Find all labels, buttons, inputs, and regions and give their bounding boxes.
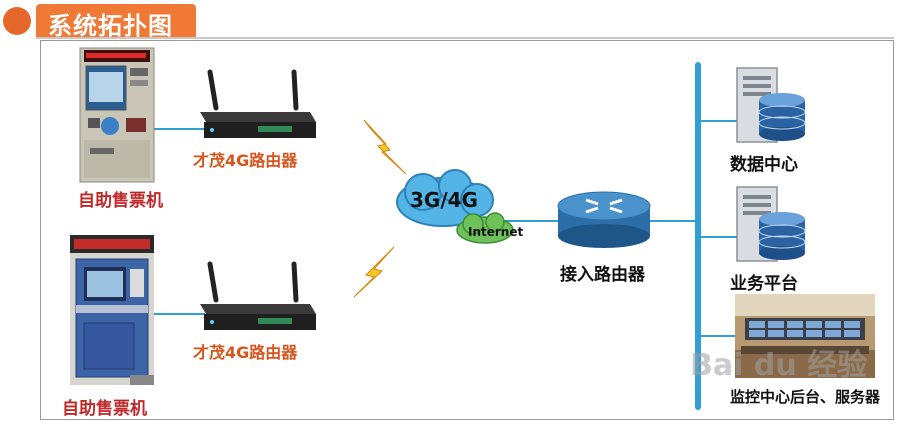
server-icon	[736, 67, 806, 143]
business-platform-label: 业务平台	[730, 274, 798, 294]
title-underline	[36, 37, 894, 39]
router-1-label: 才茂4G路由器	[193, 151, 298, 170]
link-kiosk2-router2	[150, 313, 205, 315]
monitoring-label: 监控中心后台、服务器	[730, 388, 881, 406]
page-title: 系统拓扑图	[48, 12, 173, 40]
cloud-label: 3G/4G	[410, 188, 478, 212]
backbone-bar	[695, 62, 701, 410]
access-router-icon	[557, 191, 651, 248]
link-cloud-access-router	[505, 220, 560, 222]
link-backbone-business	[701, 236, 739, 238]
router-2-icon	[200, 261, 316, 330]
kiosk-1-label: 自助售票机	[78, 191, 163, 211]
monitoring-center-photo	[735, 294, 875, 378]
ticket-kiosk-1	[79, 47, 155, 183]
watermark: Bai du 经验	[690, 348, 868, 383]
title-bar: 系统拓扑图	[0, 0, 900, 40]
access-router-label: 接入路由器	[560, 265, 645, 285]
kiosk-2-label: 自助售票机	[62, 399, 147, 419]
ticket-kiosk-2	[70, 235, 154, 385]
link-backbone-monitor	[701, 335, 739, 337]
link-kiosk1-router1	[150, 128, 205, 130]
kiosk-icon	[79, 47, 155, 183]
server-icon	[736, 186, 806, 262]
title-bullet-icon	[3, 7, 31, 35]
link-access-router-backbone	[650, 220, 698, 222]
data-center-label: 数据中心	[730, 155, 798, 175]
internet-label: Internet	[468, 225, 524, 239]
lightning-icon	[363, 119, 407, 175]
router-1-icon	[200, 69, 316, 138]
title-pill	[36, 4, 196, 38]
lightning-icon	[353, 246, 395, 298]
router-2-label: 才茂4G路由器	[193, 343, 298, 362]
cloud-icon	[396, 169, 514, 244]
link-backbone-datacenter	[701, 120, 739, 122]
kiosk-icon	[70, 235, 154, 385]
